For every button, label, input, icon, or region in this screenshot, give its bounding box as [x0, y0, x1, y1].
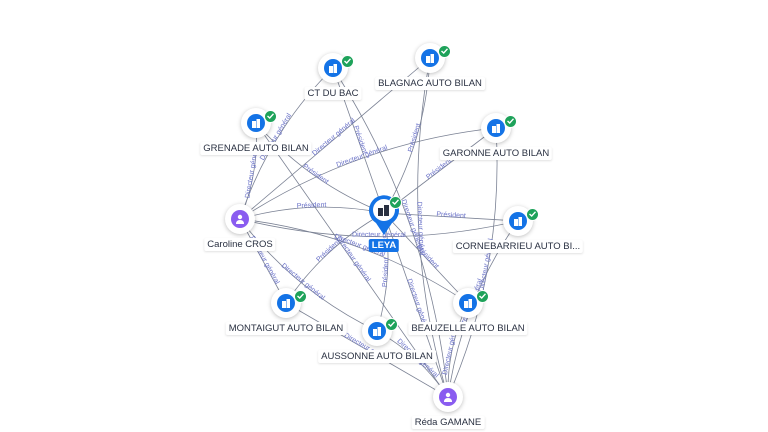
- edge-label: Directeur général: [311, 117, 357, 157]
- edge-line: [447, 127, 498, 398]
- person-icon: [236, 214, 244, 224]
- node-label: Réda GAMANE: [411, 416, 485, 429]
- edge-label: Directeur général: [352, 231, 406, 238]
- building-icon: [464, 299, 472, 308]
- edge-line: [239, 218, 469, 304]
- edge-line: [417, 57, 449, 398]
- building-icon: [514, 217, 522, 226]
- verified-check-icon: [294, 290, 307, 303]
- center-node-label: LEYA: [368, 239, 400, 252]
- node-label: MONTAIGUT AUTO BILAN: [225, 322, 347, 335]
- edge-label: Directeur général: [415, 202, 425, 256]
- edge-line: [239, 127, 497, 220]
- node-label: GRENADE AUTO BILAN: [200, 142, 312, 155]
- verified-check-icon: [476, 290, 489, 303]
- verified-check-icon: [385, 318, 398, 331]
- edge-label: Président: [407, 123, 422, 153]
- edge-label: Président: [301, 163, 329, 186]
- edge-line: [239, 218, 519, 238]
- edge-label: Président: [436, 211, 466, 220]
- building-icon: [426, 54, 434, 63]
- node-label: Caroline CROS: [204, 238, 276, 251]
- edge-line: [239, 206, 385, 220]
- node-label: BEAUZELLE AUTO BILAN: [408, 322, 528, 335]
- node-label: GARONNE AUTO BILAN: [439, 147, 553, 160]
- edge-label: Président: [425, 158, 453, 181]
- verified-check-icon: [526, 208, 539, 221]
- verified-check-icon: [438, 45, 451, 58]
- edge-label: Président: [352, 125, 368, 155]
- building-icon: [252, 119, 260, 128]
- edge-label: Président: [297, 202, 327, 210]
- node-label: CT DU BAC: [304, 87, 362, 100]
- node-label: BLAGNAC AUTO BILAN: [375, 77, 485, 90]
- person-icon: [444, 392, 452, 402]
- building-icon: [492, 124, 500, 133]
- edge-line: [332, 67, 385, 214]
- node-label: AUSSONNE AUTO BILAN: [318, 350, 436, 363]
- edge-label: Président: [382, 257, 391, 287]
- verified-check-icon: [264, 110, 277, 123]
- edge-line: [239, 218, 378, 332]
- building-icon: [282, 299, 290, 308]
- verified-check-icon: [389, 196, 402, 209]
- verified-check-icon: [341, 55, 354, 68]
- building-icon: [373, 327, 381, 336]
- building-icon: [329, 64, 337, 73]
- node-label: CORNEBARRIEU AUTO BI...: [452, 240, 584, 253]
- edge-line: [255, 122, 385, 214]
- edge-line: [383, 212, 449, 398]
- verified-check-icon: [504, 115, 517, 128]
- edge-line: [332, 67, 449, 398]
